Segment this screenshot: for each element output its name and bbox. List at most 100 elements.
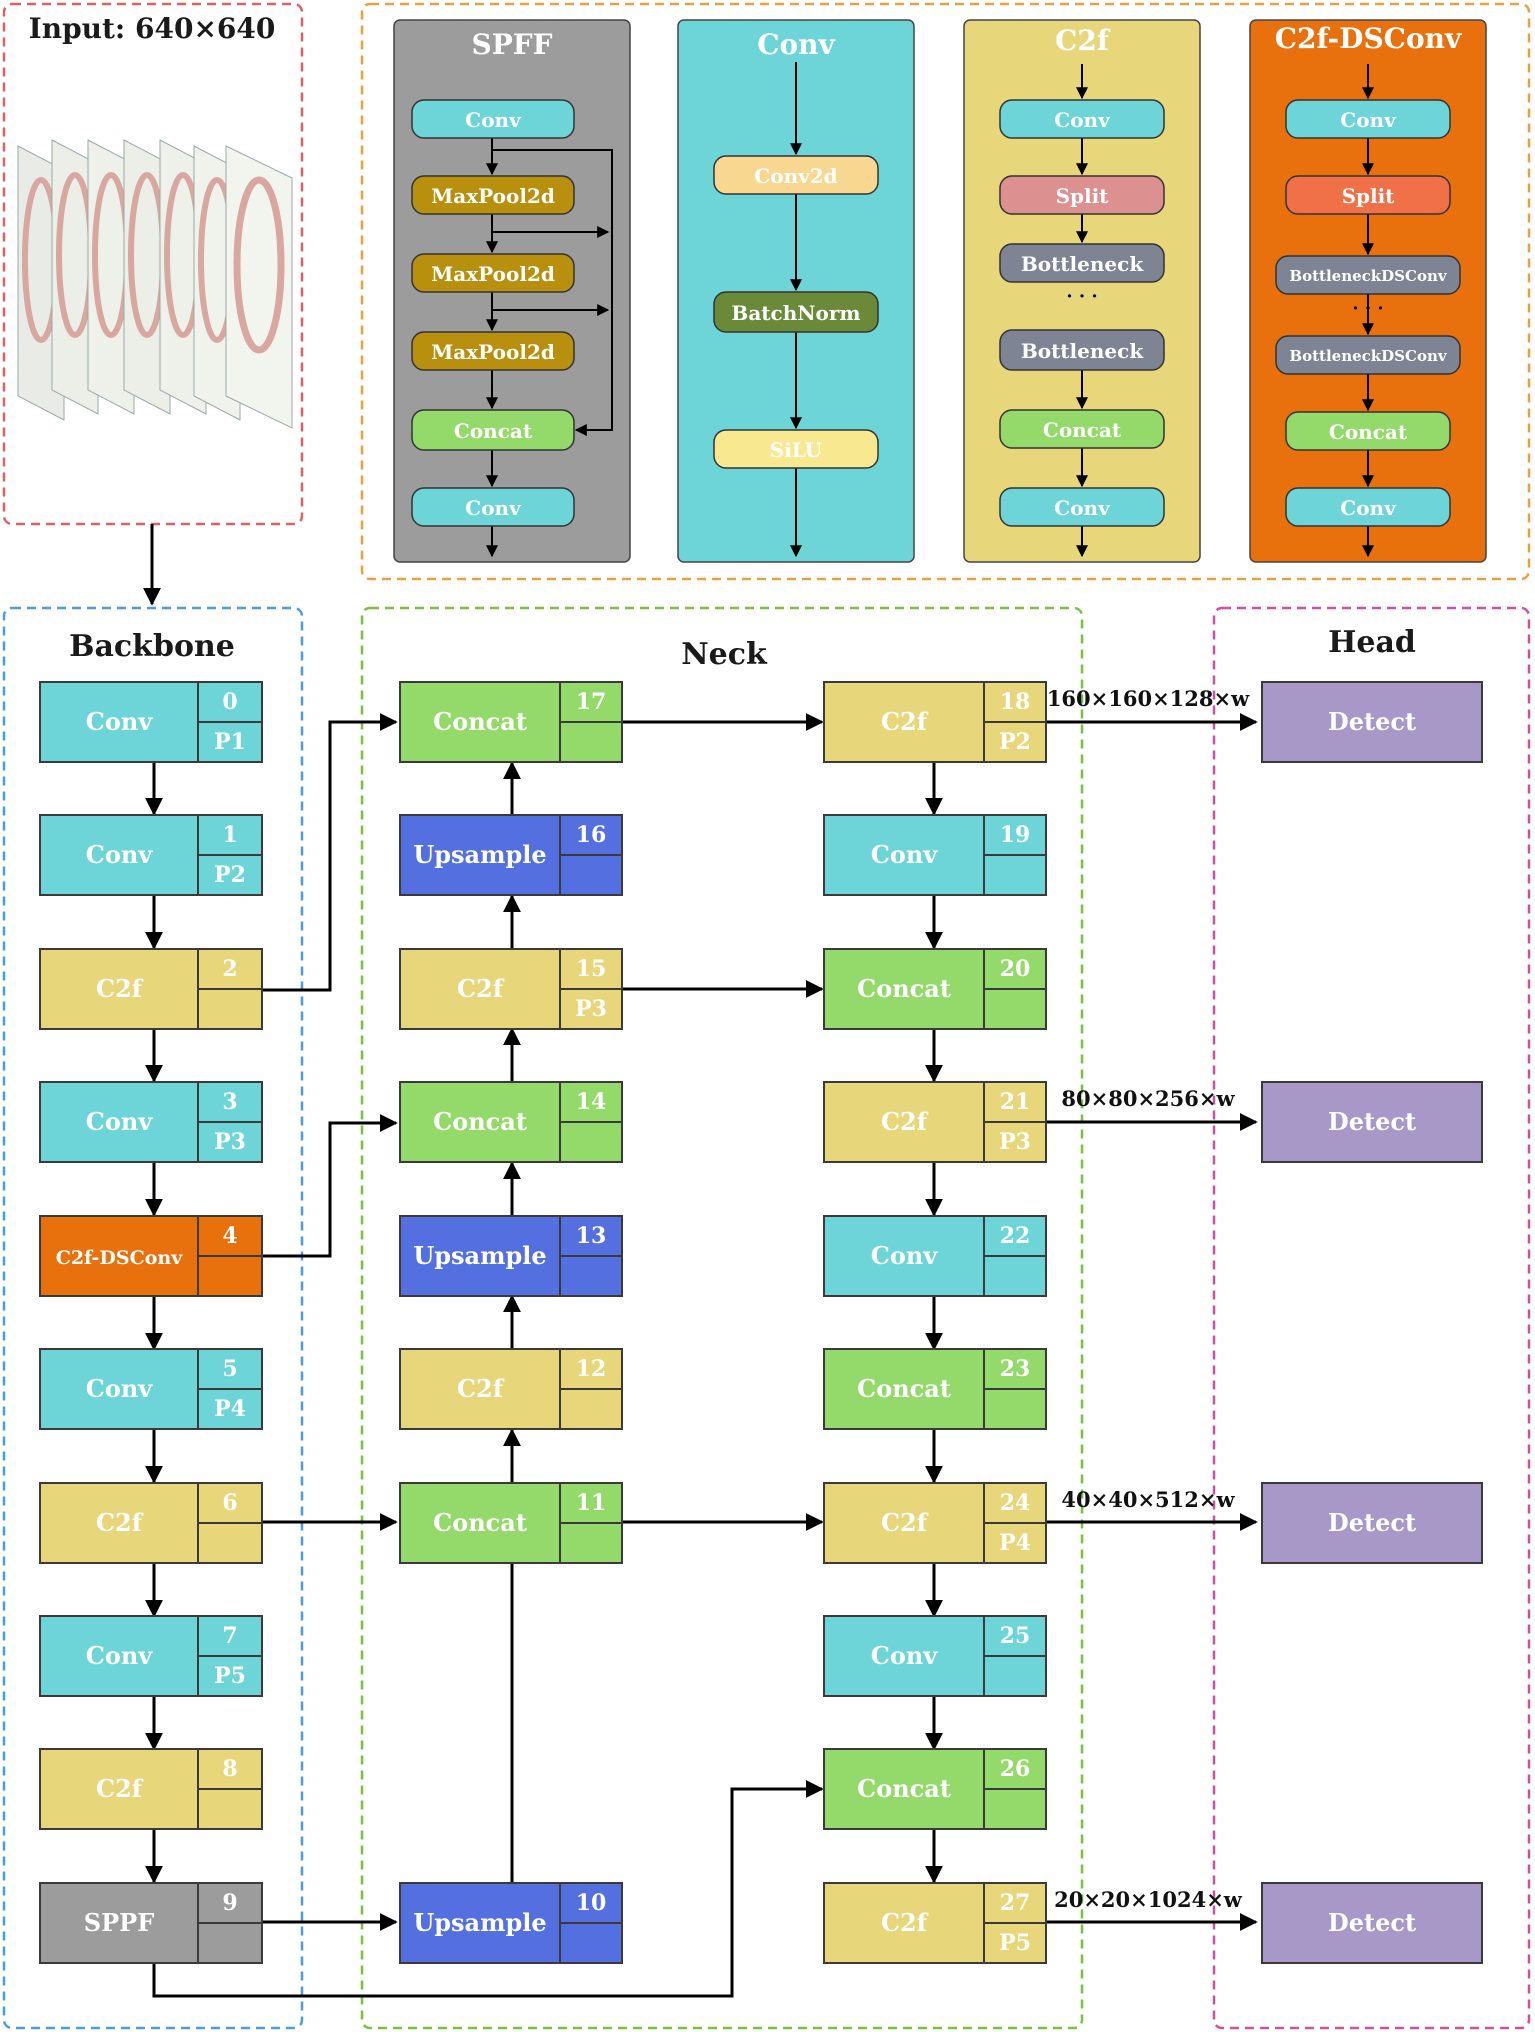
backbone-node-body bbox=[39, 1615, 199, 1697]
backbone-node-index: 1 bbox=[222, 822, 237, 848]
neck-node-label: C2f bbox=[881, 1107, 929, 1136]
legend-c2f-dsconv-title: C2f-DSConv bbox=[1275, 22, 1462, 55]
backbone-node-level-cell bbox=[197, 1388, 263, 1430]
backbone-node-level-cell bbox=[197, 1788, 263, 1830]
backbone-node-index: 4 bbox=[222, 1223, 237, 1249]
neck-node-body bbox=[399, 1348, 561, 1430]
neck-node-level-cell bbox=[559, 1388, 623, 1430]
backbone-node-body bbox=[39, 1882, 199, 1964]
backbone-node-level-cell bbox=[197, 1655, 263, 1697]
backbone-node-index: 8 bbox=[222, 1756, 237, 1782]
neck-node-level-cell bbox=[983, 1522, 1047, 1564]
backbone-node-1: Conv 1P2 bbox=[39, 814, 263, 896]
neck-node-index: 15 bbox=[576, 956, 607, 982]
neck-node-index: 25 bbox=[1000, 1623, 1031, 1649]
detect-label: Detect bbox=[1328, 1107, 1416, 1136]
detect-shape-label: 160×160×128×w bbox=[1047, 686, 1250, 711]
backbone-node-index: 9 bbox=[222, 1890, 237, 1916]
legend-dsconv-layer: Concat bbox=[1285, 411, 1451, 451]
legend-dsconv-layer: BottleneckDSConv bbox=[1275, 335, 1461, 375]
neck-node-body bbox=[399, 1215, 561, 1297]
svg-text:Bottleneck: Bottleneck bbox=[1021, 339, 1144, 363]
backbone-node-level-cell bbox=[197, 1922, 263, 1964]
backbone-node-index-cell bbox=[197, 1482, 263, 1524]
neck-node-label: Conv bbox=[871, 840, 939, 869]
legend-c2f-dsconv-panel: C2f-DSConv Conv Split BottleneckDSConv ·… bbox=[1249, 19, 1487, 563]
neck-node-label: C2f bbox=[457, 974, 505, 1003]
backbone-node-level: P4 bbox=[214, 1396, 246, 1422]
neck-node-index: 20 bbox=[1000, 956, 1031, 982]
neck-node-label: Upsample bbox=[413, 840, 546, 869]
legend-dsconv-layer: Split bbox=[1285, 175, 1451, 215]
neck-node-index: 26 bbox=[1000, 1756, 1031, 1782]
input-image-stack bbox=[17, 139, 293, 429]
legend-c2f-layer: Concat bbox=[999, 409, 1165, 449]
legend-c2f-layer: Conv bbox=[999, 99, 1165, 139]
neck-node-index-cell bbox=[559, 1882, 623, 1924]
neck-node-index-cell bbox=[559, 1081, 623, 1123]
neck-node-level-cell bbox=[559, 1121, 623, 1163]
backbone-node-level: P3 bbox=[214, 1129, 246, 1155]
backbone-node-label: Conv bbox=[86, 840, 154, 869]
legend-conv-layer: BatchNorm bbox=[713, 291, 879, 333]
backbone-node-index: 3 bbox=[222, 1089, 237, 1115]
neck-node-label: C2f bbox=[881, 1908, 929, 1937]
svg-text:Concat: Concat bbox=[1043, 418, 1122, 442]
neck-node-level-cell bbox=[983, 1655, 1047, 1697]
neck-node-level: P5 bbox=[999, 1930, 1031, 1956]
neck-node-level-cell bbox=[983, 1255, 1047, 1297]
neck-node-label: Concat bbox=[433, 707, 527, 736]
detect-shape-label: 20×20×1024×w bbox=[1054, 1887, 1243, 1912]
backbone-node-index-cell bbox=[197, 948, 263, 990]
detect-box bbox=[1261, 1882, 1483, 1964]
backbone-node-5: Conv 5P4 bbox=[39, 1348, 263, 1430]
detect-box bbox=[1261, 681, 1483, 763]
legend-conv-layer: Conv2d bbox=[713, 155, 879, 195]
legend-conv-layer: SiLU bbox=[713, 429, 879, 469]
neck-node-index-cell bbox=[559, 1215, 623, 1257]
neck-node-level-cell bbox=[983, 854, 1047, 896]
backbone-node-label: Conv bbox=[86, 1374, 154, 1403]
backbone-node-level: P2 bbox=[214, 862, 246, 888]
neck-node-index: 14 bbox=[576, 1089, 607, 1115]
backbone-node-level-cell bbox=[197, 721, 263, 763]
neck-node-label: Conv bbox=[871, 1241, 939, 1270]
neck-node-body bbox=[399, 814, 561, 896]
backbone-node-index-cell bbox=[197, 1081, 263, 1123]
neck-node-index: 24 bbox=[1000, 1490, 1031, 1516]
neck-node-label: C2f bbox=[881, 1508, 929, 1537]
backbone-node-body bbox=[39, 1215, 199, 1297]
legend-dsconv-layer: BottleneckDSConv bbox=[1275, 255, 1461, 295]
svg-text:MaxPool2d: MaxPool2d bbox=[431, 184, 555, 208]
backbone-title: Backbone bbox=[69, 629, 235, 664]
neck-node-index: 27 bbox=[1000, 1890, 1031, 1916]
backbone-node-index-cell bbox=[197, 1348, 263, 1390]
backbone-node-index: 5 bbox=[222, 1356, 237, 1382]
neck-node-level-cell bbox=[559, 1922, 623, 1964]
legend-c2f-dots: · · · bbox=[1066, 286, 1097, 307]
svg-text:Bottleneck: Bottleneck bbox=[1021, 252, 1144, 276]
svg-text:Conv2d: Conv2d bbox=[754, 164, 837, 188]
neck-node-body bbox=[399, 1882, 561, 1964]
neck-node-level-cell bbox=[983, 988, 1047, 1030]
neck-node-level-cell bbox=[983, 1788, 1047, 1830]
neck-node-index: 21 bbox=[1000, 1089, 1031, 1115]
legend-dsconv-layer: Conv bbox=[1285, 487, 1451, 527]
svg-text:BottleneckDSConv: BottleneckDSConv bbox=[1289, 347, 1447, 365]
